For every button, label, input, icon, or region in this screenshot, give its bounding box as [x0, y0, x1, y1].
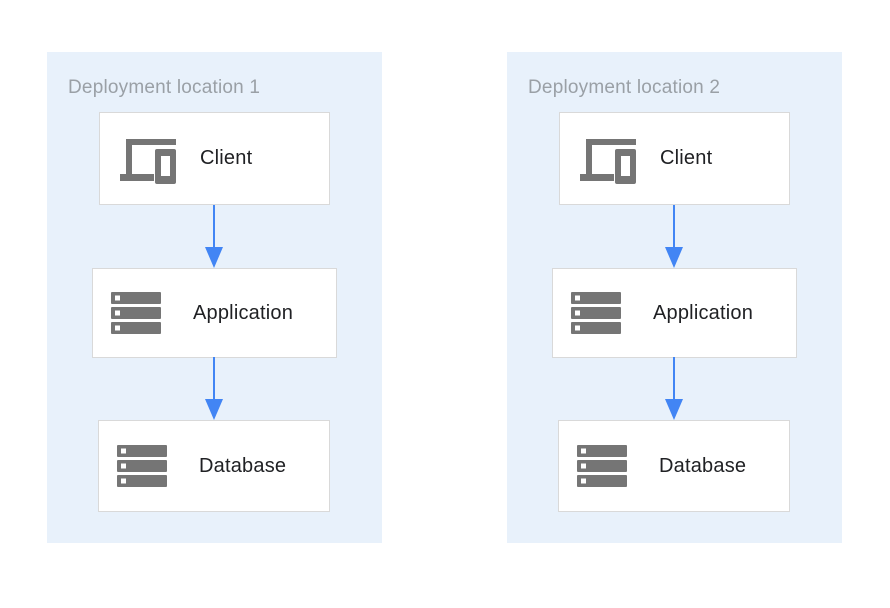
client-node: Client — [99, 112, 330, 205]
database-node: Database — [98, 420, 330, 512]
database-node: Database — [558, 420, 790, 512]
application-node: Application — [92, 268, 337, 358]
panel-title: Deployment location 2 — [528, 77, 721, 98]
server-stack-icon — [117, 445, 199, 487]
server-stack-icon — [111, 292, 193, 334]
node-label: Application — [193, 301, 294, 324]
deployment-location-2-panel: Deployment location 2 Client Application — [507, 52, 842, 543]
arrow-down-icon — [665, 205, 683, 268]
devices-icon — [578, 134, 660, 184]
devices-icon — [118, 134, 200, 184]
node-label: Client — [660, 147, 713, 169]
panel-title: Deployment location 1 — [68, 77, 261, 98]
node-label: Database — [199, 454, 287, 477]
application-node: Application — [552, 268, 797, 358]
server-stack-icon — [571, 292, 653, 334]
arrow-down-icon — [665, 357, 683, 420]
node-label: Application — [653, 301, 754, 324]
server-stack-icon — [577, 445, 659, 487]
deployment-location-1-panel: Deployment location 1 Client Application — [47, 52, 382, 543]
node-label: Database — [659, 454, 747, 477]
arrow-down-icon — [205, 357, 223, 420]
arrow-down-icon — [205, 205, 223, 268]
client-node: Client — [559, 112, 790, 205]
node-label: Client — [200, 147, 253, 169]
